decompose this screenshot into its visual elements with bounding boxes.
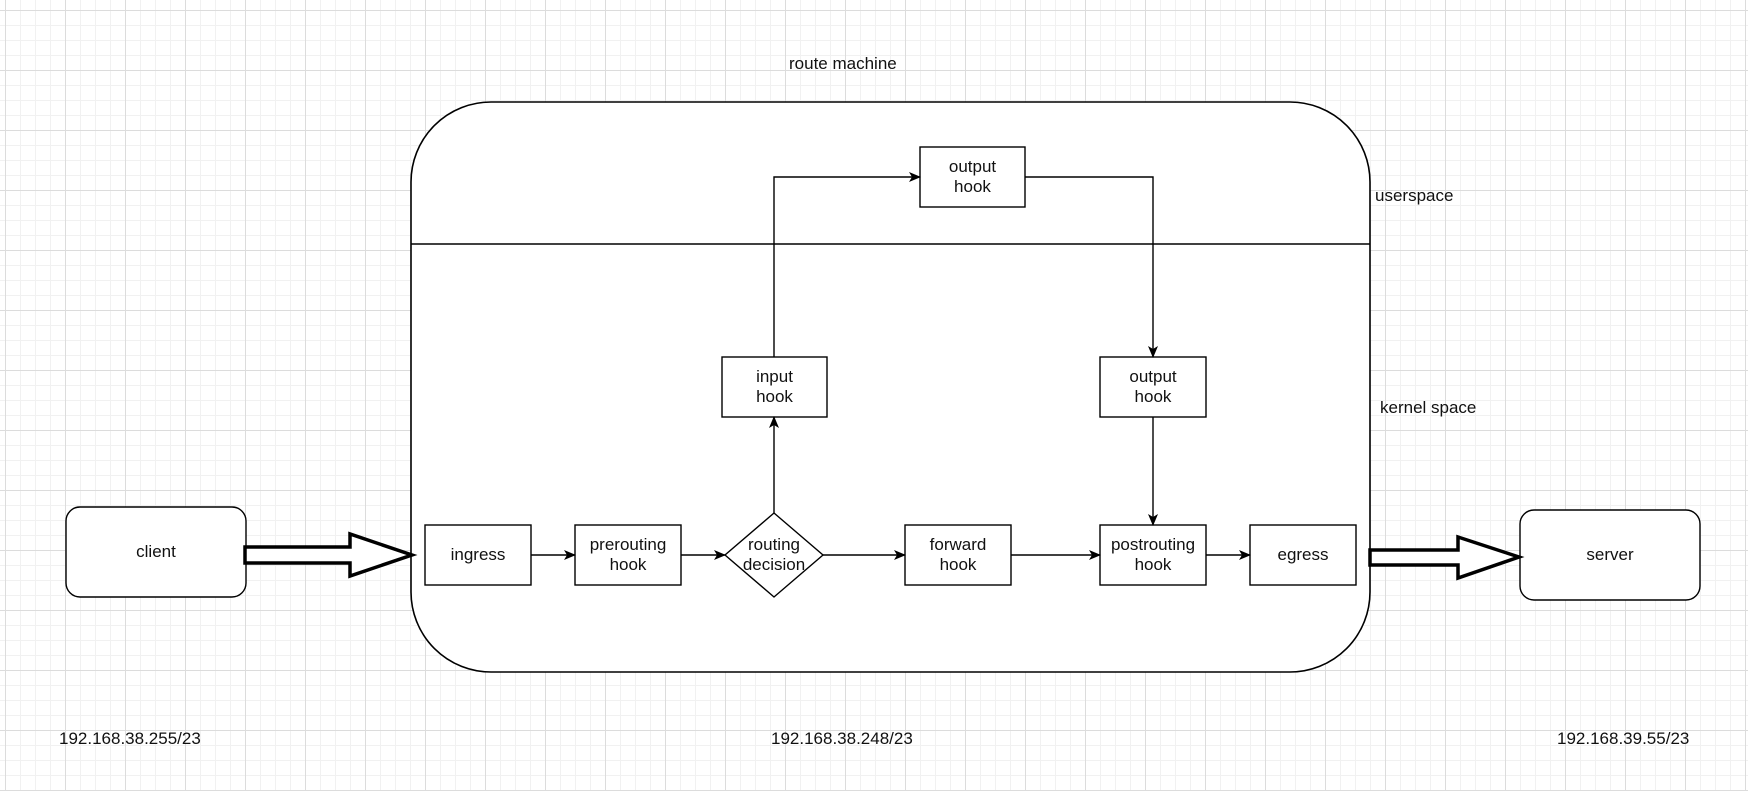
client-ip-address: 192.168.38.255/23 [59, 729, 201, 748]
kernel-output-hook-box[interactable] [1099, 356, 1207, 418]
server-label: server [1586, 545, 1634, 564]
routing-decision-diamond[interactable] [723, 512, 825, 598]
route-machine-container[interactable] [410, 101, 1371, 673]
postrouting-hook-label: postrouting hook [1110, 535, 1196, 574]
input-hook-box[interactable] [721, 356, 828, 418]
route-machine-title: route machine [789, 54, 897, 73]
ingress-box[interactable] [424, 524, 532, 586]
server-ip-address: 192.168.39.55/23 [1557, 729, 1690, 748]
postrouting-hook-box[interactable] [1099, 524, 1207, 586]
client-to-router-block-arrow[interactable] [243, 531, 418, 579]
ingress-label: ingress [450, 545, 506, 564]
edge-output-user-output-kernel [1025, 176, 1158, 358]
router-to-server-block-arrow[interactable] [1368, 534, 1525, 581]
userspace-output-hook-label: output hook [948, 157, 997, 196]
userspace-output-hook-box[interactable] [919, 146, 1026, 208]
kernel-space-zone-label: kernel space [1380, 398, 1477, 417]
client-label: client [136, 542, 176, 561]
prerouting-hook-label: prerouting hook [589, 535, 667, 574]
edge-input-output-user [773, 172, 921, 357]
egress-label: egress [1277, 545, 1329, 564]
forward-hook-label: forward hook [929, 535, 987, 574]
router-ip-address: 192.168.38.248/23 [771, 729, 913, 748]
kernel-output-hook-label: output hook [1129, 367, 1177, 406]
prerouting-hook-box[interactable] [574, 524, 682, 586]
server-box[interactable] [1519, 509, 1701, 601]
userspace-zone-label: userspace [1375, 186, 1454, 205]
routing-decision-label: routing decision [742, 535, 806, 574]
input-hook-label: input hook [756, 367, 793, 406]
